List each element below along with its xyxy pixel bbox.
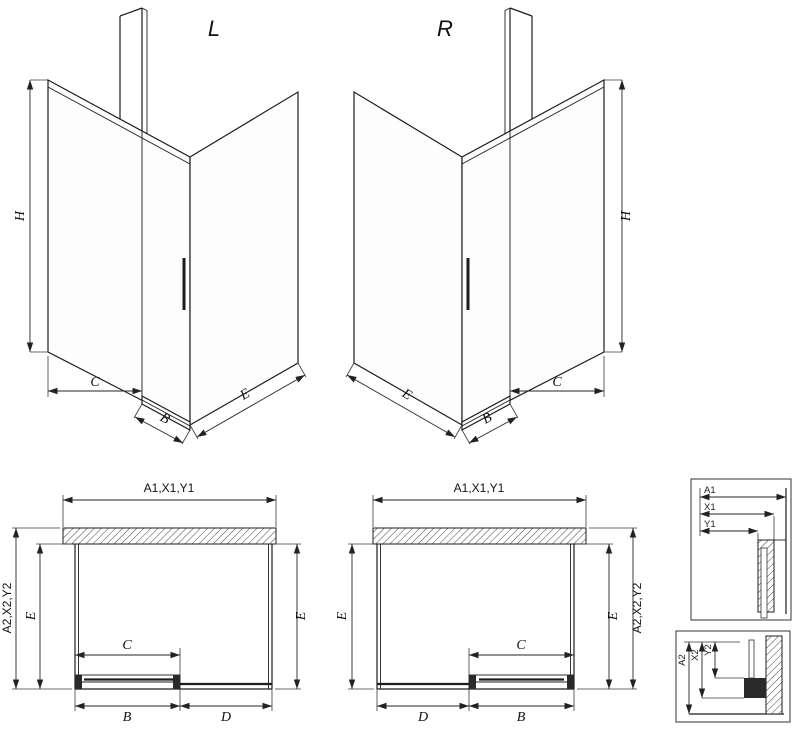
- dim-label-y2: Y2: [703, 644, 714, 656]
- dim-label-h: H: [619, 210, 634, 222]
- dim-label-c: C: [516, 638, 526, 653]
- sill-profile-section: [744, 678, 766, 698]
- side-panel: [353, 90, 463, 427]
- dim-label-e-right: E: [294, 611, 309, 621]
- dim-label-d: D: [417, 710, 428, 725]
- dim-label-e-left: E: [335, 611, 350, 621]
- door-wall-panel: [461, 78, 605, 426]
- dim-label-x1: X1: [704, 502, 716, 513]
- dim-label-a1x1y1: A1,X1,Y1: [454, 481, 505, 495]
- wall-post: [504, 7, 533, 134]
- sill-assembly: [377, 674, 575, 690]
- wall-section: [765, 635, 783, 715]
- plan-right-dimensions: A1,X1,Y1 A2,X2,Y2 E E C D B: [335, 481, 644, 725]
- door-handle: [182, 258, 186, 310]
- iso-left-dimensions: H C B E: [13, 79, 307, 445]
- dim-label-a2: A2: [677, 654, 688, 666]
- side-panel: [189, 90, 299, 427]
- detail-wall-profile-top: A1 X1 Y1: [690, 478, 792, 621]
- dim-label-c: C: [122, 638, 132, 653]
- variant-label-left: L: [208, 16, 220, 41]
- detail-wall-profile-bottom: A2 X2 Y2: [675, 630, 791, 723]
- iso-view-left: L H C: [13, 7, 307, 445]
- dim-label-b: B: [517, 710, 526, 725]
- glass-section: [748, 639, 755, 679]
- dim-label-a1x1y1: A1,X1,Y1: [144, 481, 195, 495]
- dim-label-a2x2y2: A2,X2,Y2: [0, 582, 14, 633]
- dim-label-h: H: [13, 210, 28, 222]
- plan-view-right: A1,X1,Y1 A2,X2,Y2 E E C D B: [335, 481, 644, 725]
- dim-label-a1: A1: [704, 485, 716, 496]
- dim-label-c: C: [552, 375, 562, 390]
- plan-view-left: A1,X1,Y1 A2,X2,Y2 E E C B D: [0, 481, 309, 725]
- dim-label-c: C: [90, 375, 100, 390]
- iso-view-right: R H C B: [345, 7, 634, 445]
- variant-label-right: R: [437, 16, 453, 41]
- wall-profile-bar: [372, 527, 587, 545]
- door-wall-panel: [47, 78, 191, 426]
- glass-section: [760, 547, 768, 619]
- dim-label-b: B: [123, 710, 132, 725]
- wall-profile-bar: [62, 527, 277, 545]
- dim-label-y1: Y1: [704, 519, 716, 530]
- dim-label-d: D: [220, 710, 231, 725]
- wall-post: [119, 7, 148, 134]
- door-handle: [466, 258, 470, 310]
- sill-assembly: [74, 674, 272, 690]
- dim-label-a2x2y2: A2,X2,Y2: [630, 582, 644, 633]
- dim-label-e-right: E: [606, 611, 621, 621]
- dim-label-e-left: E: [24, 611, 39, 621]
- dim-label-x2: X2: [690, 649, 701, 661]
- plan-left-dimensions: A1,X1,Y1 A2,X2,Y2 E E C B D: [0, 481, 309, 725]
- detail-frame: [690, 478, 792, 621]
